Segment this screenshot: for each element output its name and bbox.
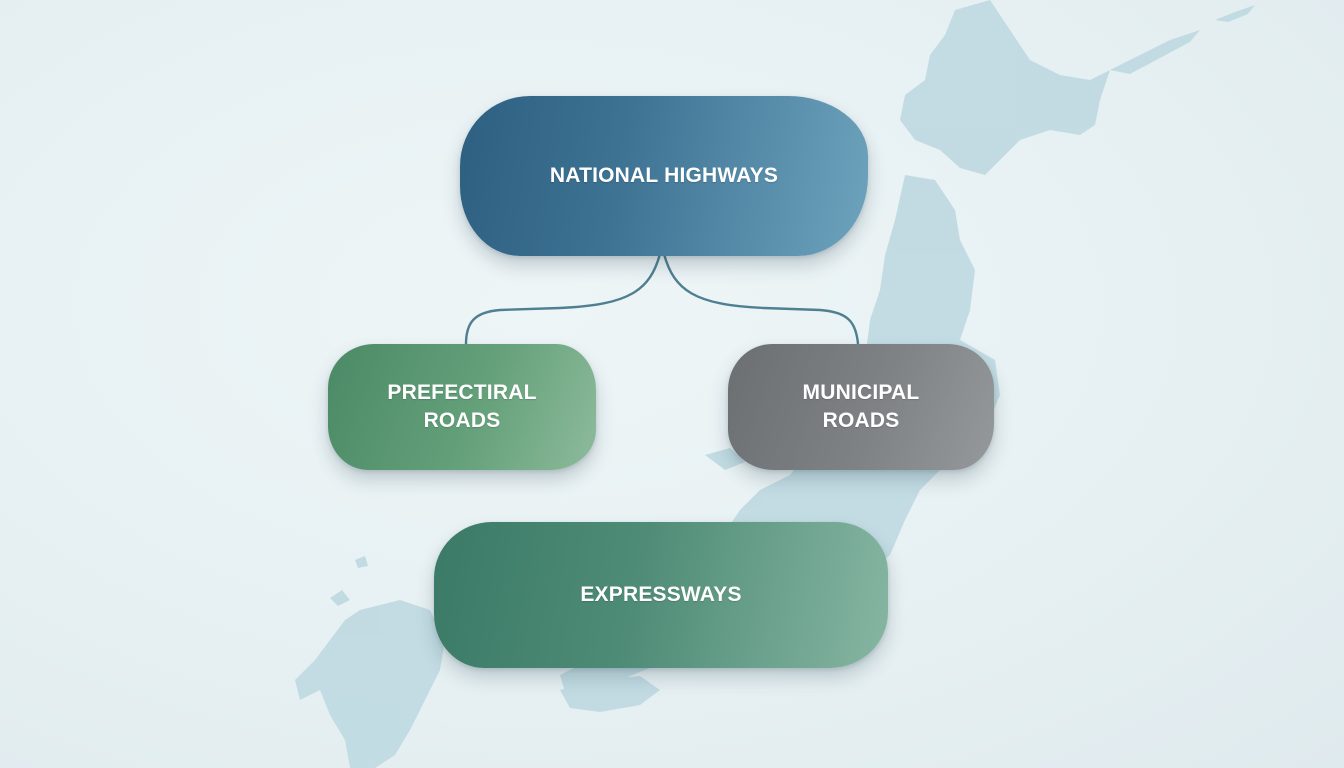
node-municipal-roads: MUNICIPAL ROADS xyxy=(728,344,994,470)
node-national-highways-label: NATIONAL HIGHWAYS xyxy=(549,164,779,187)
map-region-islet-b xyxy=(355,556,368,568)
map-region-shikoku xyxy=(560,676,660,712)
map-region-islet-c xyxy=(705,448,745,470)
edge-national-to-municipal xyxy=(662,253,860,345)
map-region-islet-a xyxy=(330,590,350,606)
node-expressways-label: EXPRESSWAYS xyxy=(580,583,742,606)
map-region-honshu xyxy=(560,175,1000,692)
map-region-hokkaido xyxy=(900,0,1110,175)
node-municipal-roads-label: MUNICIPAL ROADS xyxy=(802,381,920,432)
edge-national-to-prefectural xyxy=(464,253,662,345)
map-region-kuril xyxy=(1110,30,1200,74)
map-region-kyushu xyxy=(295,600,445,768)
node-national-highways: NATIONAL HIGHWAYS xyxy=(460,96,868,256)
map-region-kuril-islet xyxy=(1215,5,1255,22)
node-expressways: EXPRESSWAYS xyxy=(434,522,888,668)
node-prefectural-roads-label: PREFECTIRAL ROADS xyxy=(387,381,537,432)
node-prefectural-roads: PREFECTIRAL ROADS xyxy=(328,344,596,470)
